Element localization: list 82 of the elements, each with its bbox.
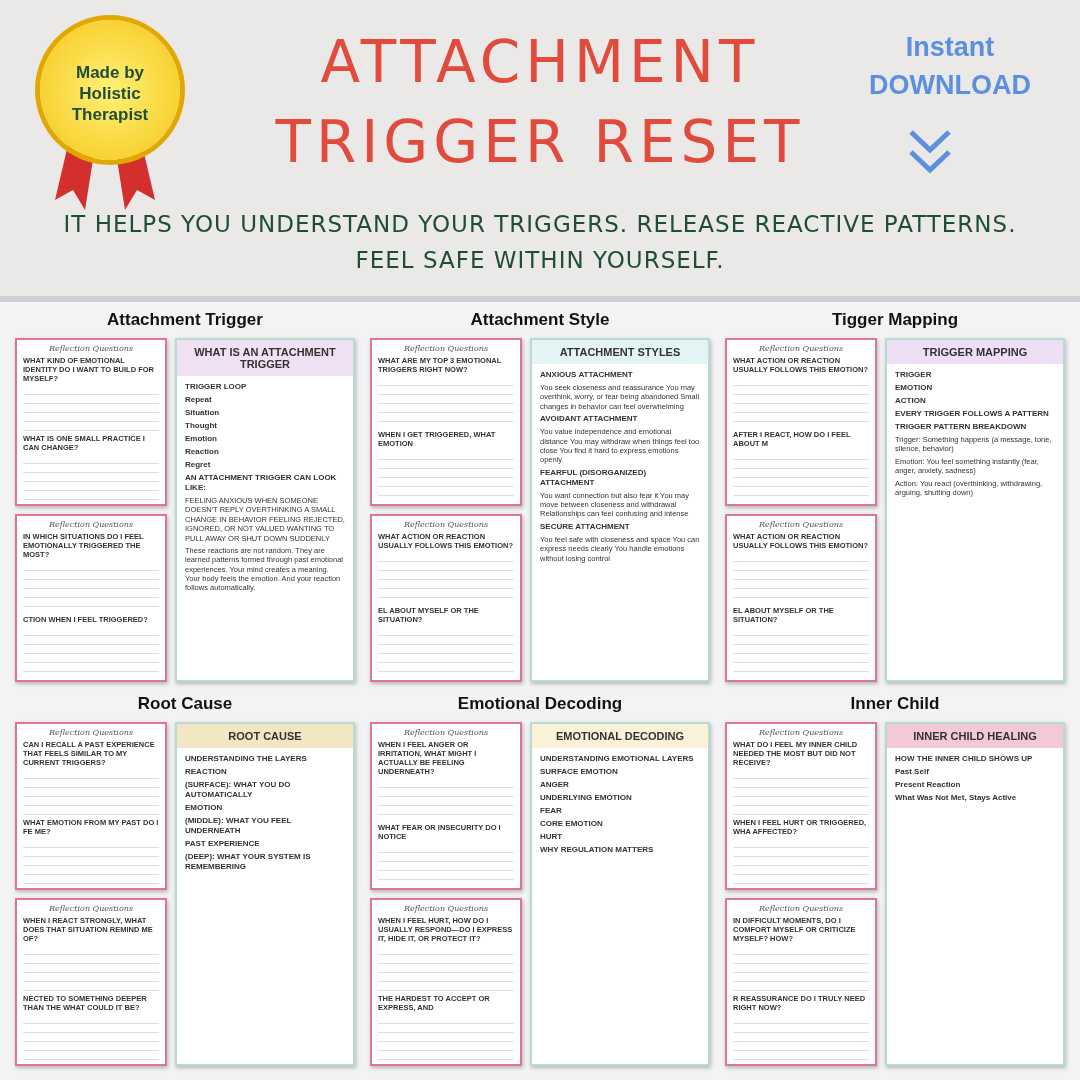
worksheet-page bbox=[885, 338, 1065, 682]
section-label: CORE EMOTION bbox=[540, 819, 604, 829]
page-header: Reflection Questions bbox=[758, 344, 844, 353]
section-label: PAST EXPERIENCE bbox=[185, 839, 261, 849]
section-label: EVERY TRIGGER FOLLOWS A PATTERN bbox=[895, 409, 1050, 419]
section-label: (DEEP): WHAT YOUR SYSTEM IS REMEMBERING bbox=[185, 852, 312, 872]
page-header: Reflection Questions bbox=[403, 520, 489, 529]
section-label: TRIGGER LOOP bbox=[185, 382, 248, 392]
page-heading: ROOT CAUSE bbox=[177, 724, 353, 748]
section-label: SURFACE EMOTION bbox=[540, 767, 619, 777]
section-label: TRIGGER PATTERN BREAKDOWN bbox=[895, 422, 1028, 432]
worksheet-page bbox=[725, 898, 877, 1066]
worksheet-page bbox=[370, 722, 522, 890]
section-heading: Inner Child bbox=[849, 694, 941, 714]
section-heading: Root Cause bbox=[136, 694, 234, 714]
section-heading: Attachment Trigger bbox=[106, 310, 264, 330]
section-label: HOW THE INNER CHILD SHOWS UP bbox=[895, 754, 1034, 764]
section-label: Situation bbox=[185, 408, 221, 418]
page-header: Reflection Questions bbox=[403, 728, 489, 737]
section-label: FEARFUL (DISORGANIZED) ATTACHMENT bbox=[540, 467, 648, 488]
section-label: ACTION bbox=[895, 396, 927, 406]
page-header: Reflection Questions bbox=[48, 520, 134, 529]
section-label: Repeat bbox=[185, 395, 213, 405]
section-label: ANXIOUS ATTACHMENT bbox=[540, 370, 634, 380]
page-header: Reflection Questions bbox=[403, 344, 489, 353]
subtitle: IT HELPS YOU UNDERSTAND YOUR TRIGGERS. RELEASE REACTIVE PATTERNS. FEEL SAFE WITHIN YOURSELF. bbox=[62, 210, 1018, 275]
page-heading: EMOTIONAL DECODING bbox=[532, 724, 708, 748]
download-text: Instant DOWNLOAD bbox=[868, 31, 1032, 102]
section-label: Past Self bbox=[895, 767, 930, 777]
section-label: UNDERSTANDING EMOTIONAL LAYERS bbox=[540, 754, 695, 764]
worksheet-page bbox=[15, 722, 167, 890]
page-header: Reflection Questions bbox=[758, 728, 844, 737]
section-label: REACTION bbox=[185, 767, 228, 777]
section-label: (SURFACE): WHAT YOU DO AUTOMATICALLY bbox=[185, 780, 292, 800]
worksheet-page bbox=[15, 514, 167, 682]
worksheet-page bbox=[885, 722, 1065, 1066]
section-label: UNDERLYING EMOTION bbox=[540, 793, 633, 803]
section-label: WHY REGULATION MATTERS bbox=[540, 845, 655, 855]
section-label: Regret bbox=[185, 460, 212, 470]
page-heading: WHAT IS AN ATTACHMENT TRIGGER bbox=[177, 340, 353, 376]
section-label: AVOIDANT ATTACHMENT bbox=[540, 414, 639, 425]
section-label: EMOTION bbox=[185, 803, 224, 813]
section-label: Thought bbox=[185, 421, 218, 431]
page-heading: INNER CHILD HEALING bbox=[887, 724, 1063, 748]
page-header: Reflection Questions bbox=[48, 344, 134, 353]
page-header: Reflection Questions bbox=[48, 728, 134, 737]
section-heading: Tigger Mapping bbox=[830, 310, 960, 330]
section-label: Reaction bbox=[185, 447, 220, 457]
section-label: HURT bbox=[540, 832, 564, 842]
worksheet-page bbox=[530, 338, 710, 682]
worksheet-page bbox=[175, 722, 355, 1066]
worksheet-page bbox=[15, 338, 167, 506]
section-heading: Emotional Decoding bbox=[456, 694, 624, 714]
section-label: UNDERSTANDING THE LAYERS bbox=[185, 754, 308, 764]
section-label: What Was Not Met, Stays Active bbox=[895, 793, 1018, 803]
badge-text: Made by Holistic Therapist bbox=[70, 62, 150, 125]
worksheet-page bbox=[15, 898, 167, 1066]
page-heading: ATTACHMENT STYLES bbox=[532, 340, 708, 364]
section-label: AN ATTACHMENT TRIGGER CAN LOOK LIKE: bbox=[185, 473, 338, 493]
section-label: ANGER bbox=[540, 780, 570, 790]
page-heading: TRIGGER MAPPING bbox=[887, 340, 1063, 364]
section-label: FEAR bbox=[540, 806, 563, 816]
worksheet-page bbox=[725, 338, 877, 506]
section-label: Emotion bbox=[185, 434, 218, 444]
page-header: Reflection Questions bbox=[758, 904, 844, 913]
worksheet-page bbox=[725, 514, 877, 682]
worksheet-page bbox=[370, 338, 522, 506]
section-heading: Attachment Style bbox=[469, 310, 611, 330]
page-header: Reflection Questions bbox=[758, 520, 844, 529]
worksheet-page bbox=[370, 514, 522, 682]
section-label: (MIDDLE): WHAT YOU FEEL UNDERNEATH bbox=[185, 816, 293, 836]
page-header: Reflection Questions bbox=[48, 904, 134, 913]
section-label: EMOTION bbox=[895, 383, 934, 393]
title: ATTACHMENT TRIGGER RESET bbox=[274, 27, 806, 178]
section-label: SECURE ATTACHMENT bbox=[540, 521, 631, 532]
worksheet-page bbox=[530, 722, 710, 1066]
worksheet-page bbox=[725, 722, 877, 890]
worksheet-page bbox=[175, 338, 355, 682]
page-header: Reflection Questions bbox=[403, 904, 489, 913]
section-label: Present Reaction bbox=[895, 780, 962, 790]
worksheet-page bbox=[370, 898, 522, 1066]
section-label: TRIGGER bbox=[895, 370, 933, 380]
